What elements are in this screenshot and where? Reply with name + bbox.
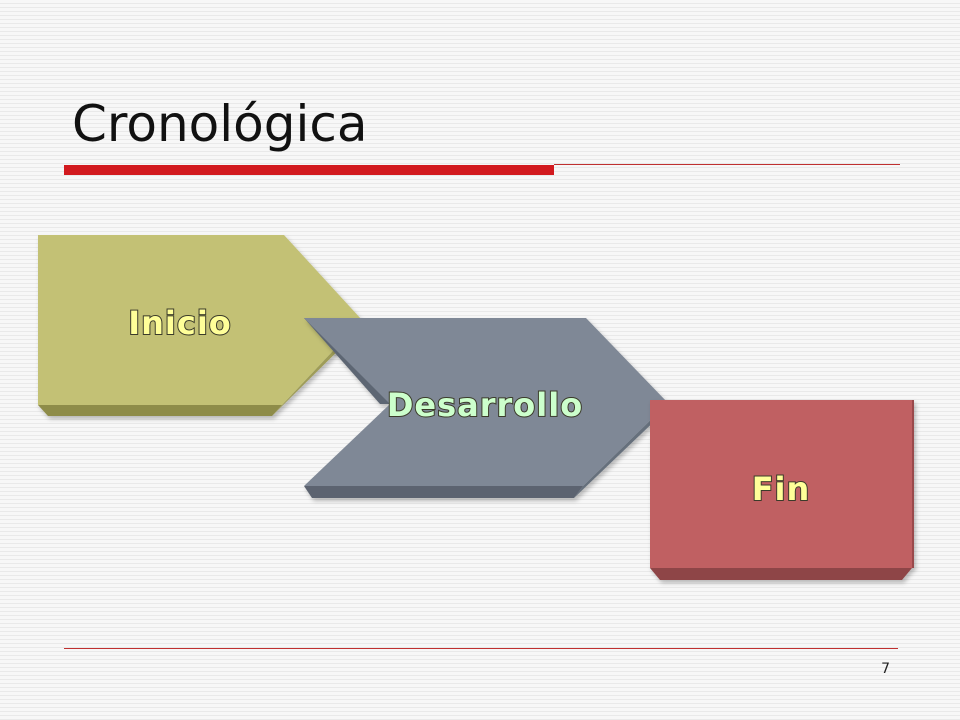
stage-desarrollo-tip-edge: [574, 403, 668, 498]
stage-inicio-bottom-edge: [38, 405, 282, 416]
page-number: 7: [881, 661, 890, 677]
stage-inicio: Inicio: [38, 235, 362, 416]
stage-desarrollo-bottom-edge: [304, 486, 583, 498]
stage-fin-bottom-edge: [650, 568, 912, 580]
stage-inicio-label: Inicio: [128, 304, 232, 342]
title-underline-accent: [64, 165, 554, 175]
stage-desarrollo-face: [304, 318, 668, 486]
stage-desarrollo: Desarrollo: [304, 318, 668, 498]
title-underline-rule: [554, 164, 900, 165]
stage-inicio-face: [38, 235, 362, 405]
footer-rule: [64, 648, 898, 649]
slide-title: Cronológica: [72, 95, 368, 153]
stage-fin-face: [650, 400, 912, 568]
stage-fin-label: Fin: [752, 470, 811, 508]
stage-fin: Fin: [650, 400, 914, 580]
stage-desarrollo-label: Desarrollo: [387, 386, 583, 424]
stage-fin-right-edge: [912, 400, 914, 568]
